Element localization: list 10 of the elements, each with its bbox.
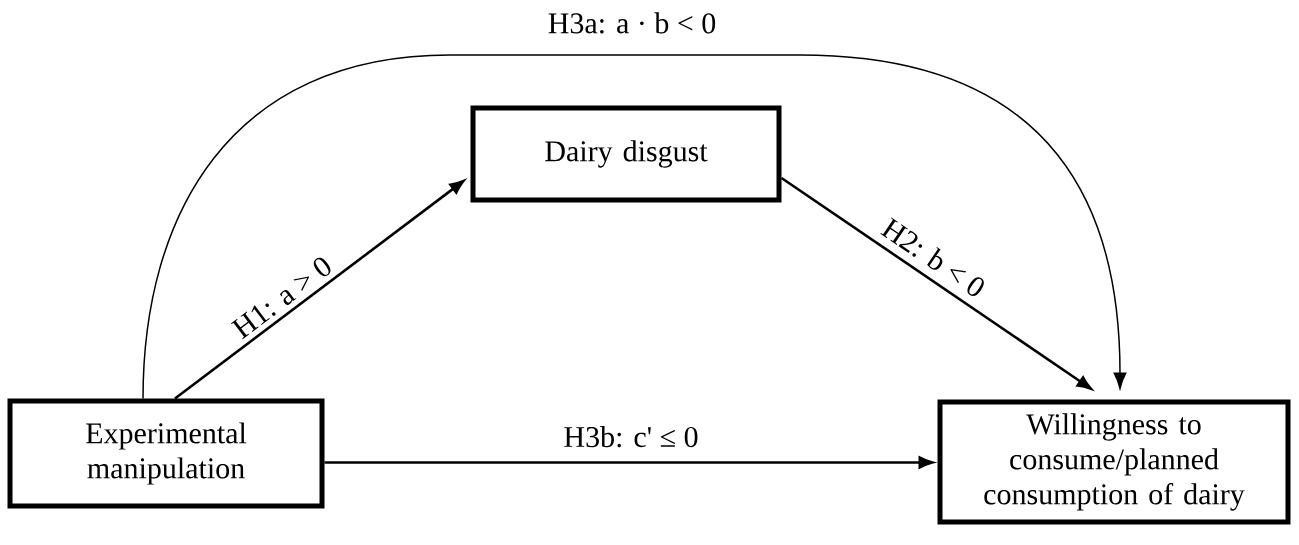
edge-label: H3a: a · b < 0: [548, 12, 716, 34]
variable-box: Willingness to consume/planned consumption of dairy: [937, 399, 1291, 525]
arrow: [780, 176, 1092, 390]
edge-label: H3b: c' ≤ 0: [564, 426, 698, 448]
edge-label: H2: b < 0: [880, 217, 984, 297]
variable-box: Dairy disgust: [470, 105, 782, 203]
arrow: [174, 179, 465, 400]
variable-box: Experimental manipulation: [7, 398, 325, 509]
arrow: [142, 54, 1127, 400]
edge-label: H1: a > 0: [230, 257, 331, 340]
